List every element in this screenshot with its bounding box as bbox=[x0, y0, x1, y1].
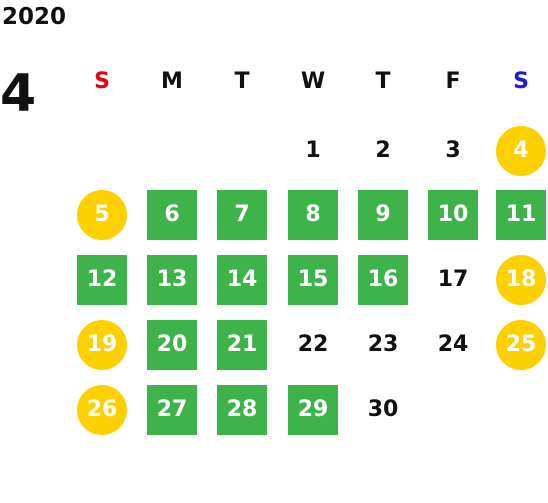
day-cell-1[interactable]: 1 bbox=[305, 138, 321, 163]
day-cell-24[interactable]: 24 bbox=[437, 332, 469, 357]
year-label: 2020 bbox=[2, 4, 67, 30]
weekday-header-sat: S bbox=[513, 69, 529, 94]
day-cell-12[interactable]: 12 bbox=[77, 255, 127, 305]
day-cell-16[interactable]: 16 bbox=[358, 255, 408, 305]
day-cell-11[interactable]: 11 bbox=[496, 190, 546, 240]
weekday-header-sun: S bbox=[94, 69, 110, 94]
day-cell-17[interactable]: 17 bbox=[437, 267, 469, 292]
day-cell-23[interactable]: 23 bbox=[367, 332, 399, 357]
day-cell-3[interactable]: 3 bbox=[445, 138, 461, 163]
day-cell-15[interactable]: 15 bbox=[288, 255, 338, 305]
weekday-header-mon: M bbox=[161, 69, 183, 94]
day-cell-26[interactable]: 26 bbox=[77, 385, 127, 435]
day-cell-29[interactable]: 29 bbox=[288, 385, 338, 435]
month-label: 4 bbox=[0, 64, 37, 124]
day-cell-10[interactable]: 10 bbox=[428, 190, 478, 240]
day-cell-9[interactable]: 9 bbox=[358, 190, 408, 240]
day-cell-7[interactable]: 7 bbox=[217, 190, 267, 240]
day-cell-19[interactable]: 19 bbox=[77, 320, 127, 370]
day-cell-30[interactable]: 30 bbox=[367, 397, 399, 422]
day-cell-5[interactable]: 5 bbox=[77, 190, 127, 240]
weekday-header-tue: T bbox=[234, 69, 250, 94]
day-cell-4[interactable]: 4 bbox=[496, 126, 546, 176]
weekday-header-fri: F bbox=[445, 69, 461, 94]
day-cell-27[interactable]: 27 bbox=[147, 385, 197, 435]
day-cell-8[interactable]: 8 bbox=[288, 190, 338, 240]
day-cell-21[interactable]: 21 bbox=[217, 320, 267, 370]
weekday-header-wed: W bbox=[300, 69, 326, 94]
day-cell-14[interactable]: 14 bbox=[217, 255, 267, 305]
day-cell-22[interactable]: 22 bbox=[297, 332, 329, 357]
day-cell-20[interactable]: 20 bbox=[147, 320, 197, 370]
day-cell-25[interactable]: 25 bbox=[496, 320, 546, 370]
weekday-header-thu: T bbox=[375, 69, 391, 94]
day-cell-13[interactable]: 13 bbox=[147, 255, 197, 305]
day-cell-6[interactable]: 6 bbox=[147, 190, 197, 240]
day-cell-2[interactable]: 2 bbox=[375, 138, 391, 163]
day-cell-28[interactable]: 28 bbox=[217, 385, 267, 435]
day-cell-18[interactable]: 18 bbox=[496, 255, 546, 305]
